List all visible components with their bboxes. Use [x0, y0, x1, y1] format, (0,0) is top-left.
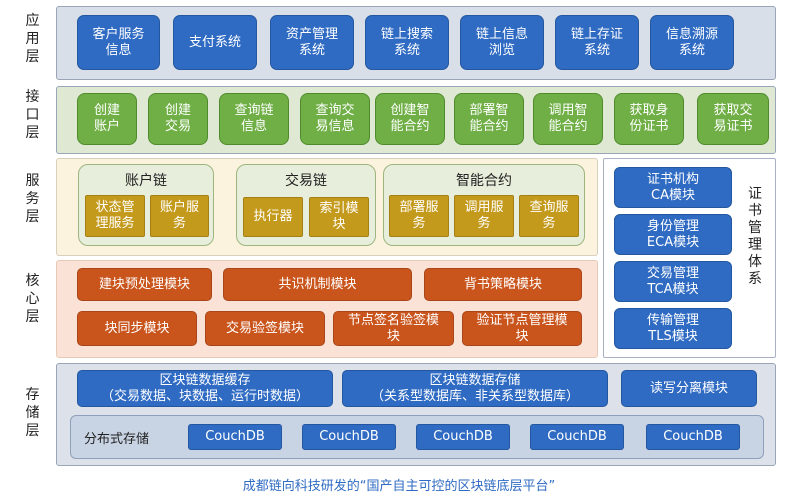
core-tx-verify[interactable]: 交易验签模块 [205, 311, 325, 346]
account-chain-title: 账户链 [125, 173, 167, 189]
cert-management-title: 证 书 管 理 体 系 [748, 186, 762, 287]
app-chain-search[interactable]: 链上搜索 系统 [365, 15, 449, 70]
app-asset-management[interactable]: 资产管理 系统 [270, 15, 354, 70]
storage-data-store[interactable]: 区块链数据存储 （关系型数据库、非关系型数据库） [342, 370, 608, 407]
storage-data-cache[interactable]: 区块链数据缓存 （交易数据、块数据、运行时数据） [77, 370, 333, 407]
cert-tca-module[interactable]: 交易管理 TCA模块 [614, 261, 732, 302]
core-block-preprocess[interactable]: 建块预处理模块 [77, 268, 212, 301]
svc-invoke-service[interactable]: 调用服 务 [454, 195, 514, 237]
if-create-account[interactable]: 创建 账户 [77, 93, 137, 145]
layer-label-storage: 存 储 层 [25, 387, 41, 439]
layer-label-application: 应 用 层 [25, 13, 41, 65]
footer-caption: 成都链向科技研发的“国产自主可控的区块链底层平台” [242, 479, 556, 494]
if-query-chain-info[interactable]: 查询链 信息 [219, 93, 289, 145]
svc-index-module[interactable]: 索引模 块 [309, 197, 369, 237]
app-chain-browse[interactable]: 链上信息 浏览 [460, 15, 544, 70]
layer-label-core: 核 心 层 [25, 273, 41, 325]
couchdb-node[interactable]: CouchDB [302, 424, 396, 450]
app-info-traceability[interactable]: 信息溯源 系统 [650, 15, 734, 70]
app-customer-service[interactable]: 客户服务 信息 [77, 15, 160, 70]
cert-ca-module[interactable]: 证书机构 CA模块 [614, 167, 732, 208]
if-invoke-contract[interactable]: 调用智 能合约 [533, 93, 603, 145]
layer-label-interface: 接 口 层 [25, 89, 41, 141]
distributed-storage-label: 分布式存储 [84, 432, 150, 447]
couchdb-node[interactable]: CouchDB [530, 424, 624, 450]
if-query-tx-info[interactable]: 查询交 易信息 [300, 93, 370, 145]
storage-rw-separation[interactable]: 读写分离模块 [621, 370, 757, 407]
tx-chain-title: 交易链 [285, 173, 327, 189]
cert-eca-module[interactable]: 身份管理 ECA模块 [614, 214, 732, 255]
core-consensus[interactable]: 共识机制模块 [223, 268, 412, 301]
cert-tls-module[interactable]: 传输管理 TLS模块 [614, 308, 732, 349]
couchdb-node[interactable]: CouchDB [646, 424, 740, 450]
app-payment-system[interactable]: 支付系统 [173, 15, 257, 70]
svc-executor[interactable]: 执行器 [243, 197, 303, 237]
if-create-transaction[interactable]: 创建 交易 [148, 93, 208, 145]
core-node-signature[interactable]: 节点签名验签模 块 [333, 311, 454, 346]
svc-account-service[interactable]: 账户服 务 [150, 195, 209, 237]
couchdb-node[interactable]: CouchDB [188, 424, 282, 450]
svc-state-management[interactable]: 状态管 理服务 [85, 195, 145, 237]
core-validator-management[interactable]: 验证节点管理模 块 [462, 311, 582, 346]
core-endorsement[interactable]: 背书策略模块 [424, 268, 582, 301]
if-deploy-contract[interactable]: 部署智 能合约 [454, 93, 524, 145]
smart-contract-title: 智能合约 [456, 173, 512, 189]
if-get-identity-cert[interactable]: 获取身 份证书 [614, 93, 684, 145]
svc-deploy-service[interactable]: 部署服 务 [389, 195, 449, 237]
app-chain-evidence[interactable]: 链上存证 系统 [555, 15, 639, 70]
core-block-sync[interactable]: 块同步模块 [77, 311, 197, 346]
if-create-contract[interactable]: 创建智 能合约 [375, 93, 445, 145]
if-get-tx-cert[interactable]: 获取交 易证书 [697, 93, 769, 145]
couchdb-node[interactable]: CouchDB [416, 424, 510, 450]
svc-query-service[interactable]: 查询服 务 [519, 195, 579, 237]
layer-label-service: 服 务 层 [25, 173, 41, 225]
